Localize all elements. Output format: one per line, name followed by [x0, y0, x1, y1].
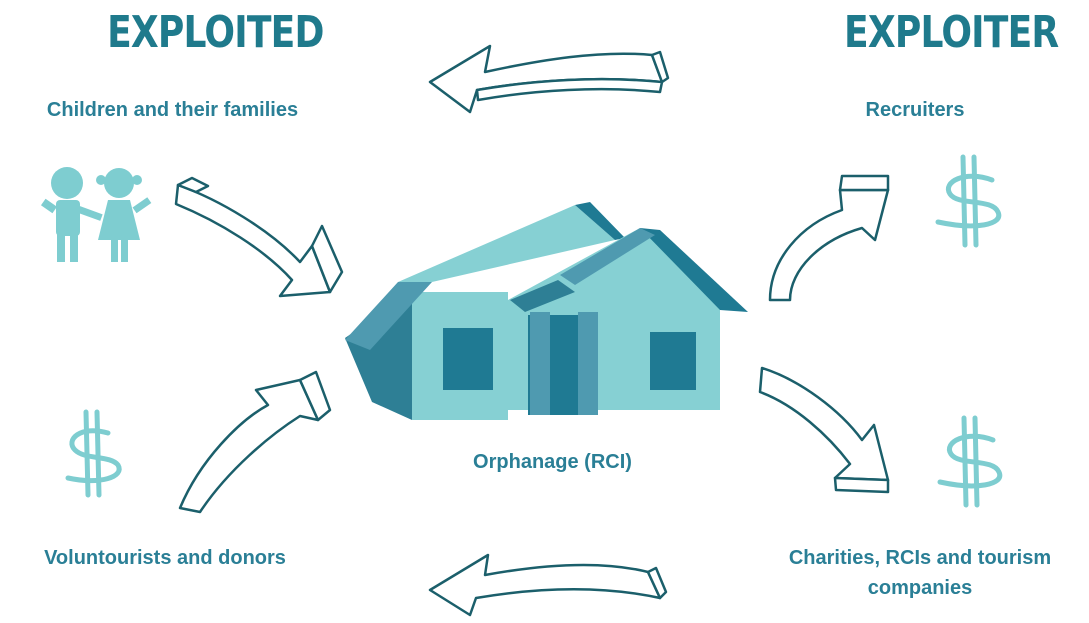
charities-label: Charities, RCIs and tourism companies [788, 547, 1052, 599]
children-label: Children and their families [46, 99, 299, 121]
top-arrow-icon [428, 44, 670, 114]
dollar-sign-icon [937, 415, 1003, 508]
voluntourists-label: Voluntourists and donors [44, 547, 286, 569]
orphanage-label: Orphanage (RCI) [473, 451, 632, 473]
recruiters-arrow-icon [768, 174, 890, 302]
dollar-sign-icon [65, 409, 122, 498]
children-arrow-icon [174, 176, 344, 298]
dollar-sign-icon [935, 154, 1002, 248]
children-icon [40, 167, 152, 262]
bottom-arrow-icon [428, 553, 668, 617]
house-icon [345, 202, 748, 420]
voluntourists-arrow-icon [178, 370, 332, 514]
charities-arrow-icon [758, 366, 890, 494]
recruiters-label: Recruiters [865, 99, 965, 121]
